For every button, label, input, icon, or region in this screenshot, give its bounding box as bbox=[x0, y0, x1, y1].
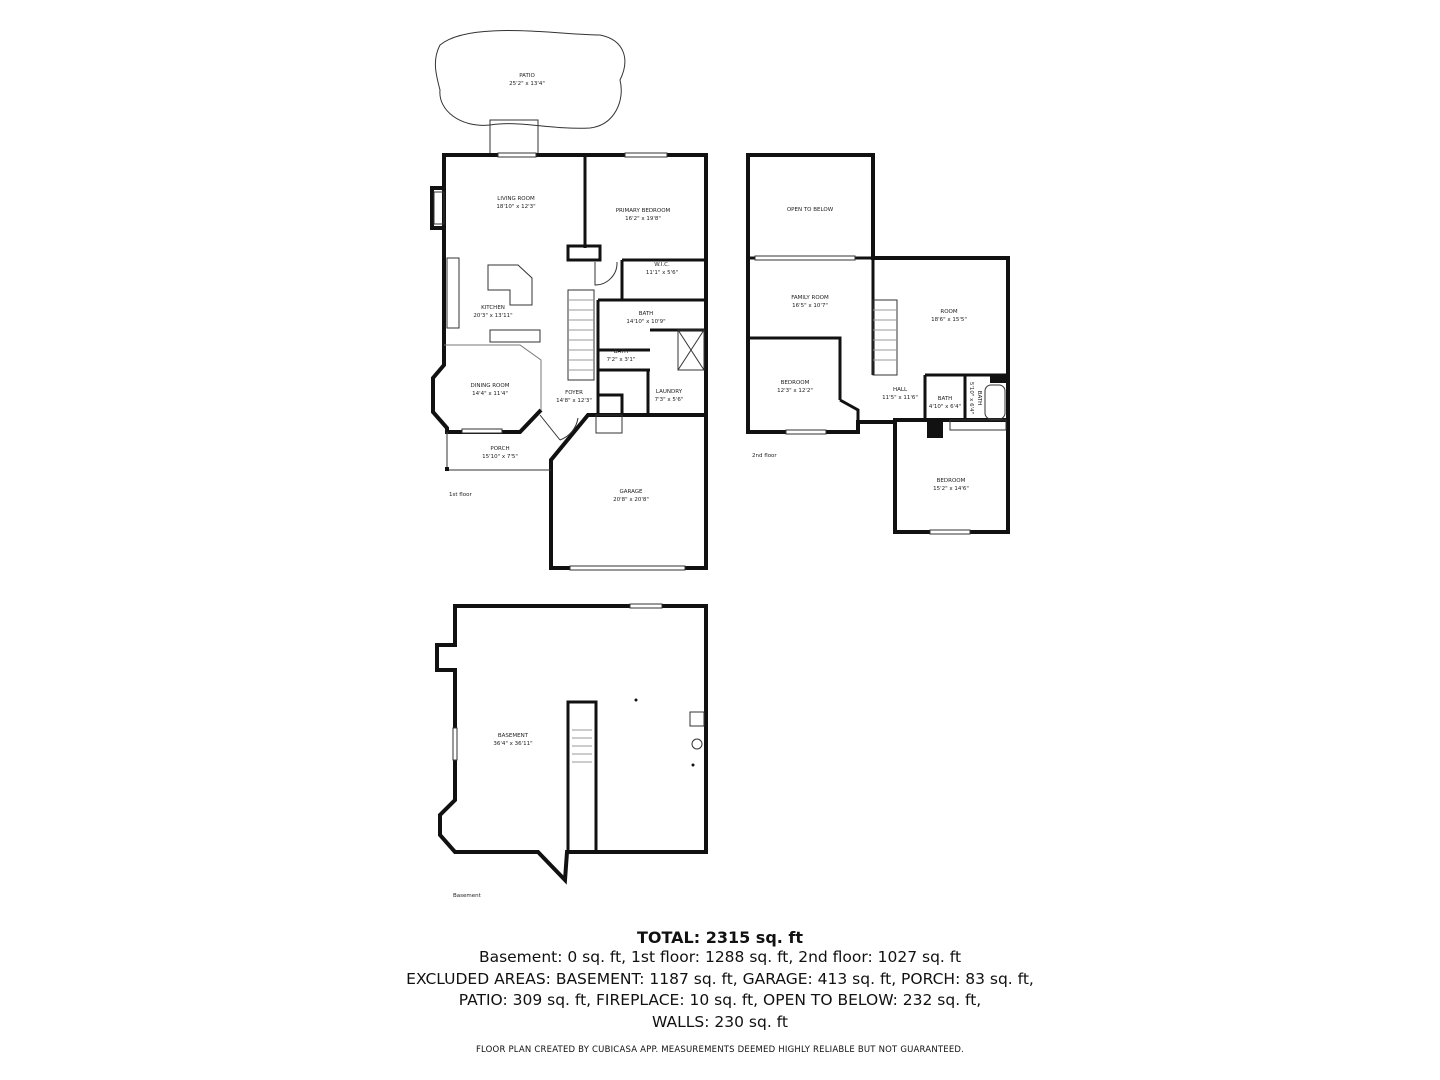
room-label: GARAGE bbox=[619, 489, 643, 495]
room-size: 20'8" x 20'8" bbox=[613, 497, 649, 503]
room-size: 16'2" x 19'8" bbox=[625, 216, 661, 222]
floor-label: 1st floor bbox=[449, 492, 472, 498]
bathtub bbox=[984, 384, 1006, 420]
post bbox=[634, 698, 638, 702]
open-to-below-rail bbox=[754, 255, 856, 261]
room-label: BASEMENT bbox=[498, 733, 529, 739]
dining-walls bbox=[431, 345, 543, 434]
room-label: HALL bbox=[893, 387, 908, 393]
second-floor-plan: OPEN TO BELOW FAMILY ROOM 16'5" x 10'7" … bbox=[746, 153, 1010, 535]
room-label: BATH bbox=[938, 396, 953, 402]
room-label: LIVING ROOM bbox=[497, 196, 535, 202]
room-label: BATH bbox=[976, 391, 982, 406]
summary-line: PATIO: 309 sq. ft, FIREPLACE: 10 sq. ft,… bbox=[458, 991, 982, 1009]
first-floor-walls bbox=[442, 153, 708, 570]
patio-door bbox=[497, 152, 537, 158]
room-size: 36'4" x 36'11" bbox=[493, 741, 532, 747]
room-size: 7'3" x 5'6" bbox=[655, 397, 684, 403]
area-summary: Basement: 0 sq. ft, 1st floor: 1288 sq. … bbox=[0, 947, 1440, 1033]
porch-post bbox=[445, 467, 449, 471]
basement-stairs bbox=[566, 700, 598, 850]
total-area: TOTAL: 2315 sq. ft bbox=[636, 928, 804, 947]
fireplace-hatch bbox=[433, 191, 445, 225]
summary-line: EXCLUDED AREAS: BASEMENT: 1187 sq. ft, G… bbox=[406, 969, 1034, 988]
room-size: 7'2" x 3'1" bbox=[607, 357, 636, 363]
bedroom-window bbox=[929, 529, 971, 535]
room-size: 5'10" x 6'4" bbox=[968, 382, 974, 414]
kitchen-counter bbox=[446, 257, 460, 329]
shower bbox=[677, 329, 705, 371]
room-label: W.I.C. bbox=[654, 262, 670, 268]
basement-plan: BASEMENT 36'4" x 36'11" Basement bbox=[435, 603, 708, 899]
room-label: PATIO bbox=[519, 73, 535, 79]
summary-line: WALLS: 230 sq. ft bbox=[652, 1012, 788, 1031]
room-size: 25'2" x 13'4" bbox=[509, 81, 545, 87]
shower-x bbox=[677, 329, 705, 371]
room-label: PRIMARY BEDROOM bbox=[616, 208, 671, 214]
room-size: 15'10" x 7'5" bbox=[482, 454, 518, 460]
water-heater bbox=[691, 738, 703, 750]
room-label: DINING ROOM bbox=[471, 383, 510, 389]
room-size: 4'10" x 6'4" bbox=[929, 404, 961, 410]
room-label: LAUNDRY bbox=[656, 389, 683, 395]
room-size: 14'4" x 11'4" bbox=[472, 391, 508, 397]
room-label: BATH bbox=[639, 311, 654, 317]
kitchen-island bbox=[487, 264, 533, 306]
bedroom-door bbox=[594, 261, 618, 286]
room-size: 11'5" x 11'6" bbox=[882, 395, 918, 401]
chimney-block bbox=[927, 422, 943, 438]
floor-label: 2nd floor bbox=[752, 453, 777, 459]
dining-window bbox=[461, 428, 503, 434]
room-label: OPEN TO BELOW bbox=[787, 207, 834, 213]
basement-window bbox=[629, 603, 663, 609]
room-label: BEDROOM bbox=[937, 478, 966, 484]
stairs-2nd bbox=[872, 299, 898, 376]
garage-door bbox=[569, 565, 686, 571]
kitchen-counter-range bbox=[489, 329, 541, 343]
garage-steps bbox=[595, 414, 623, 434]
room-label: FOYER bbox=[565, 390, 583, 396]
floor-label: Basement bbox=[453, 893, 482, 899]
disclaimer: FLOOR PLAN CREATED BY CUBICASA APP. MEAS… bbox=[475, 1045, 965, 1055]
fireplace bbox=[430, 186, 444, 230]
room-size: 18'6" x 15'5" bbox=[931, 317, 967, 323]
bedroom-window bbox=[624, 152, 668, 158]
summary-line: Basement: 0 sq. ft, 1st floor: 1288 sq. … bbox=[478, 948, 962, 966]
room-label: BATH bbox=[614, 349, 629, 355]
room-size: 14'10" x 10'9" bbox=[626, 319, 665, 325]
room-size: 20'3" x 13'11" bbox=[473, 313, 512, 319]
post bbox=[691, 763, 695, 767]
room-label: KITCHEN bbox=[481, 305, 505, 311]
room-label: ROOM bbox=[940, 309, 957, 315]
room-size: 16'5" x 10'7" bbox=[792, 303, 828, 309]
basement-walls bbox=[435, 604, 708, 885]
room-size: 14'8" x 12'3" bbox=[556, 398, 592, 404]
first-floor-plan: PATIO 25'2" x 13'4" LIVING ROOM 18'10" x… bbox=[430, 30, 708, 571]
front-door bbox=[539, 414, 579, 441]
room-size: 11'1" x 5'6" bbox=[646, 270, 678, 276]
interior-walls bbox=[566, 155, 706, 415]
room-label: FAMILY ROOM bbox=[791, 295, 829, 301]
bedroom-window bbox=[785, 429, 827, 435]
room-size: 15'2" x 14'6" bbox=[933, 486, 969, 492]
stairs bbox=[567, 289, 595, 381]
room-size: 12'3" x 12'2" bbox=[777, 388, 813, 394]
closet bbox=[949, 419, 1007, 431]
basement-window bbox=[452, 727, 458, 761]
dining-room-boundary bbox=[444, 344, 542, 410]
room-label: PORCH bbox=[490, 446, 509, 452]
room-size: 18'10" x 12'3" bbox=[496, 204, 535, 210]
utility-box bbox=[689, 711, 705, 727]
patio-outline bbox=[434, 30, 626, 129]
wall-block bbox=[990, 375, 1008, 383]
room-label: BEDROOM bbox=[781, 380, 810, 386]
